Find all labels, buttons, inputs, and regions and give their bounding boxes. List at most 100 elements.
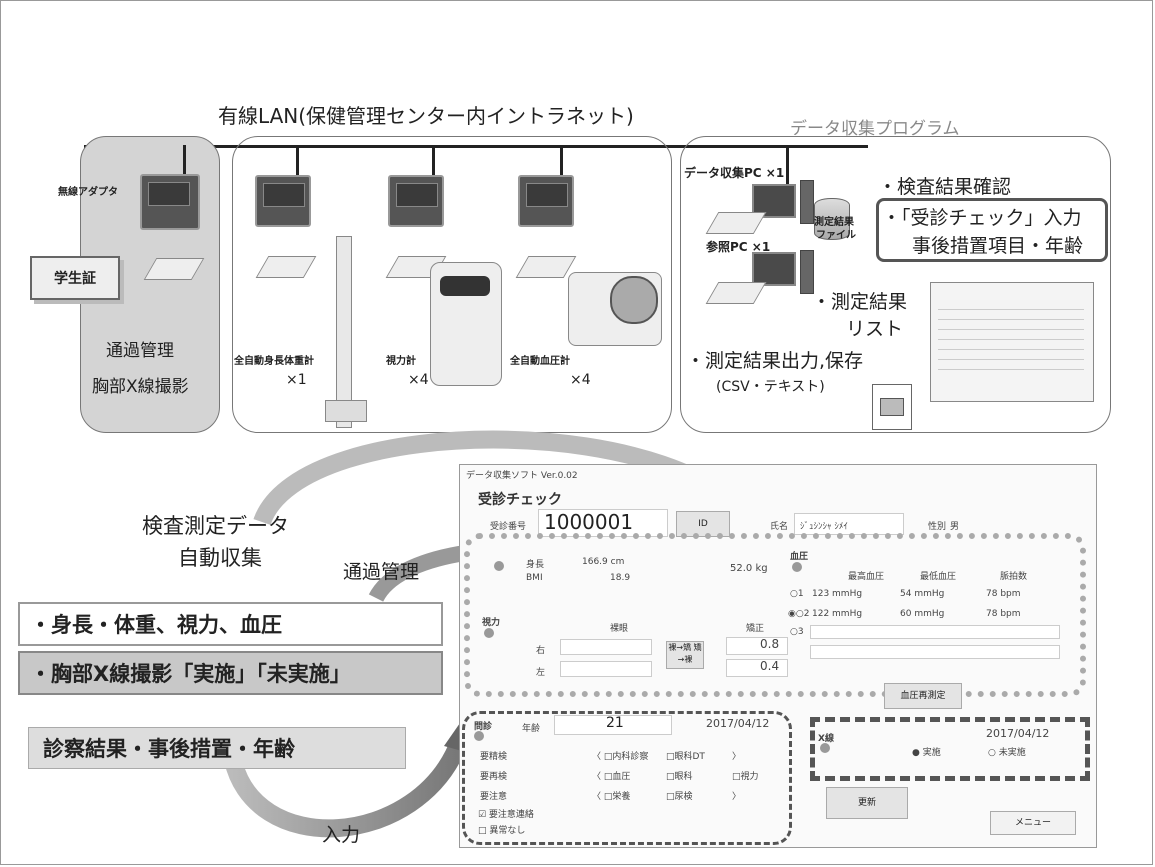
no-problem-checkbox[interactable]: □ 異常なし [478, 826, 526, 836]
check-row-3-c[interactable]: □尿検 [666, 792, 693, 802]
xray-date: 2017/04/12 [986, 727, 1050, 740]
bp-row-4-fields [810, 645, 1060, 659]
vision-naked-label: 裸眼 [610, 624, 629, 634]
bp-col-sys: 最高血圧 [848, 572, 885, 582]
bp-row-2-sys: 122 mmHg [812, 609, 863, 619]
exam-result-box: 診察結果・事後措置・年齢 [28, 727, 406, 769]
vision-corrected-label: 矯正 [746, 624, 765, 634]
bmi-value: 18.9 [610, 573, 631, 583]
height-scale-pole [336, 236, 352, 428]
check-row-1-c[interactable]: □眼科DT [666, 752, 705, 762]
vision-right-naked-field[interactable] [560, 639, 652, 655]
input-arrow-label: 入力 [322, 824, 361, 846]
xray-label: X線 [818, 734, 834, 744]
ref-pc-monitor [752, 252, 796, 286]
result-file-label-1: 測定結果 [814, 217, 854, 228]
bp-monitor-cuff [610, 276, 658, 324]
height-scale-base [325, 400, 367, 422]
measurement-area [464, 533, 1086, 697]
check-row-2-a[interactable]: 要再検 [480, 772, 508, 782]
measure-data-box: ・身長・体重、視力、血圧 [18, 602, 443, 646]
xray-status-box: ・胸部X線撮影「実施」「未実施」 [18, 651, 443, 695]
check-row-1-a[interactable]: 要精検 [480, 752, 508, 762]
window-title: データ収集ソフト Ver.0.02 [466, 471, 578, 481]
student-card: 学生証 [30, 256, 120, 300]
interview-area [462, 711, 792, 845]
height-label: 身長 [526, 560, 545, 570]
collect-pc-label: データ収集PC ×1 [684, 166, 785, 180]
vision-left-corrected-field[interactable] [726, 659, 788, 677]
drop-line [296, 145, 299, 175]
attention-contact-checkbox[interactable]: ☑ 要注意連絡 [478, 810, 534, 820]
bp-remeasure-button[interactable]: 血圧再測定 [884, 683, 962, 709]
menu-button[interactable]: メニュー [990, 811, 1076, 835]
card-reader-device [140, 174, 200, 230]
bp-row-2-pulse: 78 bpm [986, 609, 1021, 619]
update-button[interactable]: 更新 [826, 787, 908, 819]
vision-label: 視力 [482, 618, 501, 628]
check-row-3-b[interactable]: 〈 □栄養 [592, 792, 631, 802]
auto-collect-text-1: 検査測定データ [142, 514, 289, 538]
result-list-rows [938, 300, 1084, 376]
vision-tester-terminal [388, 175, 444, 227]
height-value: 166.9 cm [582, 557, 625, 567]
age-input[interactable] [554, 715, 672, 735]
age-value: 21 [606, 715, 624, 731]
bp-row-2-dia: 60 mmHg [900, 609, 945, 619]
check-row-1-d: 〉 [732, 752, 742, 762]
xray-status-dot [820, 743, 830, 753]
xray-notdone-radio[interactable]: ○ 未実施 [988, 748, 1026, 758]
drop-line [432, 145, 435, 175]
vision-tester-eyepiece [440, 276, 490, 296]
data-collect-window: データ収集ソフト Ver.0.02 受診チェック 受診番号 1000001 ID… [459, 464, 1097, 848]
check-row-2-c[interactable]: □眼科 [666, 772, 693, 782]
result-list-text-2: リスト [846, 318, 904, 340]
drop-line [786, 145, 789, 185]
program-label: データ収集プログラム [790, 119, 960, 139]
check-row-2-d[interactable]: □視力 [732, 772, 759, 782]
bp-monitor-terminal [518, 175, 574, 227]
bp-row-3-fields [810, 625, 1060, 639]
bp-row-1-sys: 123 mmHg [812, 589, 863, 599]
ref-pc-label: 参照PC ×1 [706, 240, 771, 254]
bp-row-1-no[interactable]: ○1 [790, 589, 804, 599]
age-label: 年齢 [522, 724, 541, 734]
check-result-text: ・検査結果確認 [878, 176, 1012, 198]
vision-left-label: 左 [536, 668, 546, 678]
chest-xray-label: 胸部X線撮影 [92, 377, 189, 397]
id-button[interactable]: ID [676, 511, 730, 537]
vision-left-value: 0.4 [760, 659, 780, 673]
bp-row-2-no[interactable]: ◉○2 [788, 609, 810, 619]
device-3-count: ×4 [570, 372, 591, 388]
input-callout-box [876, 198, 1108, 262]
bp-row-1-dia: 54 mmHg [900, 589, 945, 599]
check-row-1-b[interactable]: 〈 □内科診察 [592, 752, 649, 762]
bp-col-pulse: 脈拍数 [1000, 572, 1028, 582]
check-row-3-d: 〉 [732, 792, 742, 802]
xray-done-radio[interactable]: ● 実施 [912, 748, 941, 758]
check-row-3-a[interactable]: 要注意 [480, 792, 508, 802]
result-list-text-1: ・測定結果 [812, 291, 908, 313]
device-2-name: 視力計 [386, 356, 416, 367]
vision-left-naked-field[interactable] [560, 661, 652, 677]
name-label: 氏名 [770, 522, 789, 532]
check-row-2-b[interactable]: 〈 □血圧 [592, 772, 631, 782]
height-status-dot [494, 561, 504, 571]
ref-pc-tower [800, 250, 814, 294]
vision-swap-button[interactable]: 裸→矯 矯→裸 [666, 641, 704, 669]
pass-mgmt-label: 通過管理 [106, 341, 174, 361]
bmi-label: BMI [526, 573, 543, 583]
device-2-count: ×4 [408, 372, 429, 388]
input-arrow [223, 736, 469, 838]
interview-status-dot [474, 731, 484, 741]
bp-status-dot [792, 562, 802, 572]
vision-right-value: 0.8 [760, 637, 780, 651]
collect-pc-tower [800, 180, 814, 224]
bp-row-3-no[interactable]: ○3 [790, 627, 804, 637]
drop-line [183, 145, 186, 175]
file-image-icon [880, 398, 904, 416]
result-file-db-icon [814, 198, 850, 240]
wireless-adapter-label: 無線アダプタ [58, 187, 118, 198]
vision-right-corrected-field[interactable] [726, 637, 788, 655]
